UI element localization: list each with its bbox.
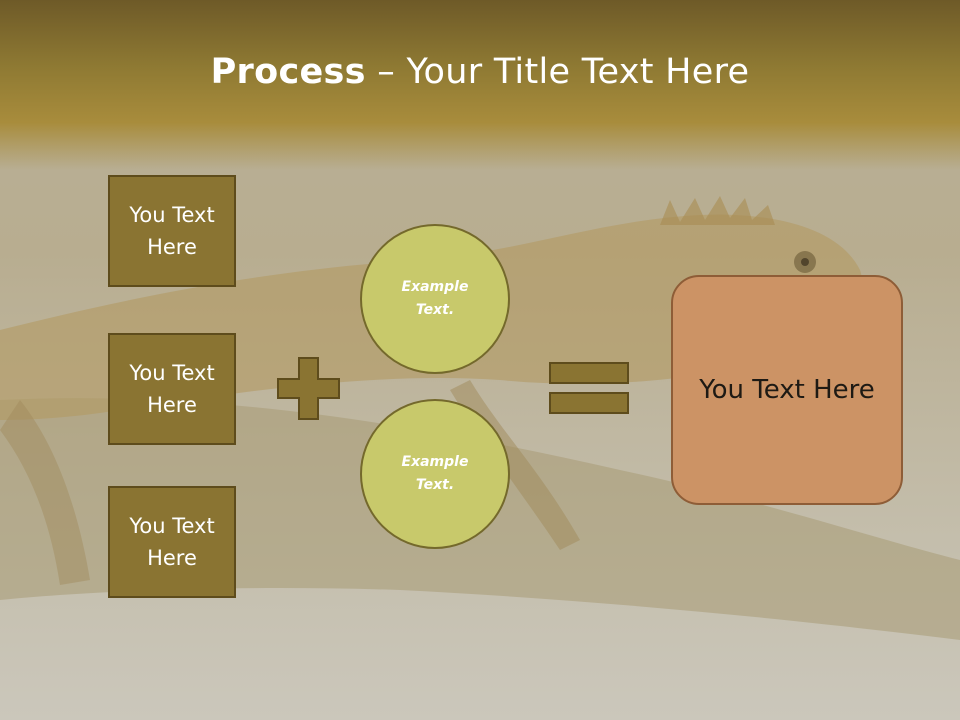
- example-circle-1-label: Example Text.: [401, 279, 469, 318]
- result-box-label: You Text Here: [699, 375, 875, 405]
- text-box-3[interactable]: You Text Here: [108, 486, 236, 598]
- result-box[interactable]: You Text Here: [671, 275, 903, 505]
- example-circle-1[interactable]: Example Text.: [360, 224, 510, 374]
- title-rest-part: – Your Title Text Here: [365, 52, 750, 92]
- plus-icon: [277, 357, 340, 420]
- slide-title: Process – Your Title Text Here: [0, 52, 960, 92]
- text-box-2[interactable]: You Text Here: [108, 333, 236, 445]
- equals-icon: [549, 362, 629, 414]
- text-box-3-label: You Text Here: [129, 514, 215, 570]
- example-circle-2-label: Example Text.: [401, 454, 469, 493]
- example-circle-2[interactable]: Example Text.: [360, 399, 510, 549]
- text-box-2-label: You Text Here: [129, 361, 215, 417]
- title-bold-part: Process: [210, 52, 366, 92]
- text-box-1-label: You Text Here: [129, 203, 215, 259]
- header-band: [0, 0, 960, 170]
- text-box-1[interactable]: You Text Here: [108, 175, 236, 287]
